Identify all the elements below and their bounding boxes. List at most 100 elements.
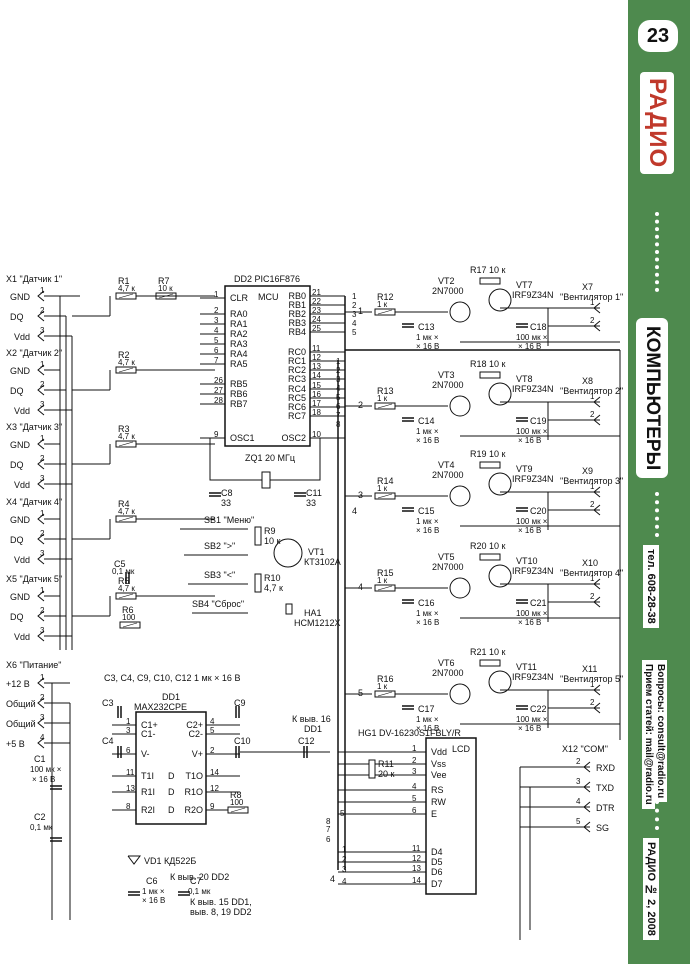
cap-value: × 16 В <box>518 724 541 733</box>
resistor-ref: R12 <box>377 292 394 302</box>
pin-number: 2 <box>40 606 45 615</box>
connector-label: X4 "Датчик 4" <box>6 497 62 507</box>
resistor-ref: R1 <box>118 276 130 286</box>
pin-number: 2 <box>590 316 595 325</box>
transistor-ref: VT6 <box>438 658 455 668</box>
cap-value: 0,1 мк <box>188 887 211 896</box>
transistor-ref: VT10 <box>516 556 538 566</box>
cap-ref: C6 <box>146 876 158 886</box>
note: К выв. 15 DD1, <box>190 897 252 907</box>
pin-number: 14 <box>312 371 321 380</box>
resistor-ref: R3 <box>118 424 130 434</box>
beeper <box>285 603 293 615</box>
bus-number: 6 <box>326 835 331 844</box>
cap-ref: C13 <box>418 322 435 332</box>
email-articles: Прием статей: mail@radio.ru <box>642 660 655 809</box>
pin-number: 1 <box>126 717 131 726</box>
sidebar-dots <box>655 212 663 292</box>
cap-ref: C22 <box>530 704 547 714</box>
pin-number: 22 <box>312 297 321 306</box>
bus-number: 3 <box>358 490 363 500</box>
cap-value: 100 мк × <box>516 517 548 526</box>
bus-number: 4 <box>330 874 335 884</box>
pin-label: Vdd <box>14 632 30 642</box>
pin-label: DQ <box>10 386 24 396</box>
pin-number: 25 <box>312 324 321 333</box>
transistor-ref: VT9 <box>516 464 533 474</box>
wire <box>209 437 262 481</box>
resistor <box>254 573 262 593</box>
magazine-logo: РАДИО <box>640 72 674 175</box>
mcu-pin: RC4 <box>288 384 306 394</box>
cap-value: 100 мк × <box>30 765 62 774</box>
pin-number: 3 <box>214 316 219 325</box>
pin-number: 1 <box>214 290 219 299</box>
connector-ref: X11 <box>582 664 597 674</box>
wire <box>37 458 45 470</box>
pin-number: 2 <box>40 693 45 702</box>
pin-number: 1 <box>40 360 45 369</box>
resistor-value: 4,7 к <box>118 432 135 441</box>
diode-label: VD1 КД522Б <box>144 856 196 866</box>
cap-value: 1 мк × <box>416 427 439 436</box>
resistor-value: 4,7 к <box>118 507 135 516</box>
cap-value: × 16 В <box>518 618 541 627</box>
bus-number: 2 <box>358 400 363 410</box>
resistor <box>479 371 501 379</box>
wire <box>37 737 45 749</box>
pin-number: 9 <box>210 802 215 811</box>
note: выв. 8, 19 DD2 <box>190 907 252 917</box>
crystal <box>261 471 271 489</box>
wire <box>37 630 45 642</box>
bus-number: 4 <box>352 506 357 516</box>
pin-number: 14 <box>412 876 421 885</box>
mcu-pin: OSC2 <box>281 433 306 443</box>
pin-number: 2 <box>40 529 45 538</box>
pin-label: +12 В <box>6 679 30 689</box>
connector-label: "Вентилятор 5" <box>560 674 623 684</box>
cap-ref: C2 <box>34 812 46 822</box>
resistor-ref: R13 <box>377 386 394 396</box>
ic-part: MAX232CPE <box>134 702 187 712</box>
connector-label: "Вентилятор 1" <box>560 292 623 302</box>
pin-number: 13 <box>412 864 421 873</box>
pin-number: 3 <box>40 326 45 335</box>
cap-ref: C14 <box>418 416 435 426</box>
transistor-part: IRF9Z34N <box>512 566 554 576</box>
mcu-pin: RB5 <box>230 379 248 389</box>
lcd-pin: Vss <box>431 759 447 769</box>
pin-number: 15 <box>312 381 321 390</box>
pin-number: 5 <box>210 726 215 735</box>
pin-label: GND <box>10 440 31 450</box>
lcd-pin: RW <box>431 797 446 807</box>
button-label: SB3 "<" <box>204 570 235 580</box>
resistor-ref: R8 <box>230 790 242 800</box>
resistor-ref: R21 10 к <box>470 647 506 657</box>
cap-value: 1 мк × <box>416 715 439 724</box>
resistor-ref: R7 <box>158 276 170 286</box>
resistor-hatch <box>122 622 138 628</box>
cap-ref: C10 <box>234 736 251 746</box>
transistor-part: 2N7000 <box>432 380 464 390</box>
pin-number: 11 <box>412 844 421 853</box>
resistor-hatch <box>377 585 393 591</box>
pin-number: 1 <box>590 482 595 491</box>
mcu-pin: RC6 <box>288 402 306 412</box>
wire <box>37 590 45 602</box>
pin-number: 6 <box>126 746 131 755</box>
mosfet-small <box>449 683 471 705</box>
mosfet-big <box>488 564 512 588</box>
pin-number: 1 <box>40 673 45 682</box>
pin-number: 2 <box>590 410 595 419</box>
transistor-ref: VT4 <box>438 460 455 470</box>
resistor-ref: R17 10 к <box>470 265 506 275</box>
pin-number: 2 <box>214 306 219 315</box>
mcu-pin: RC5 <box>288 393 306 403</box>
resistor-hatch <box>377 493 393 499</box>
mcu-pin: RB3 <box>288 318 306 328</box>
pin-number: 4 <box>214 326 219 335</box>
transistor-part: IRF9Z34N <box>512 384 554 394</box>
pin-number: 2 <box>40 454 45 463</box>
mcu-tag: MCU <box>258 292 279 302</box>
